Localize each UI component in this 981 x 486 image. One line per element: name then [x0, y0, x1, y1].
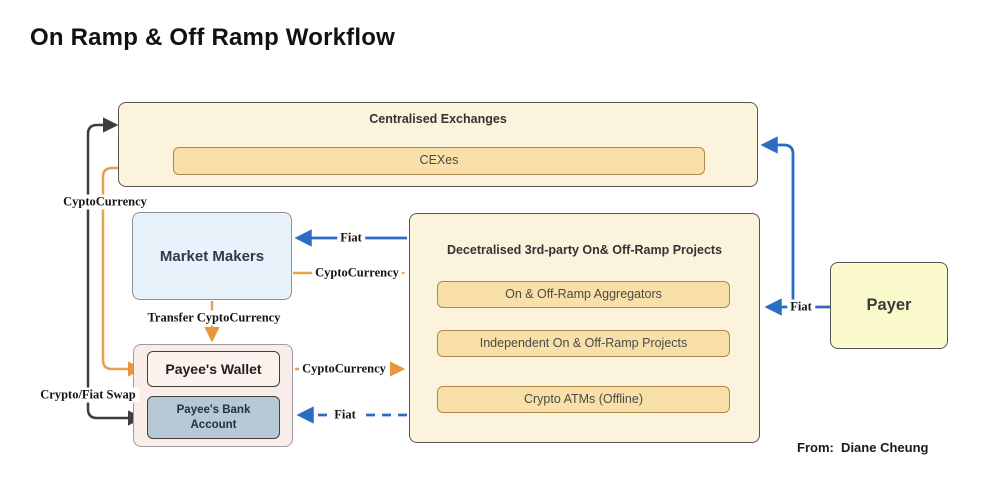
independent-on-off-ramp-projects-box: Independent On & Off-Ramp Projects [437, 330, 730, 357]
label-wallet-cyptocurrency: CyptoCurrency [299, 361, 389, 377]
label-mm-fiat: Fiat [337, 230, 365, 246]
label-mm-cyptocurrency: CyptoCurrency [312, 265, 402, 281]
label-cex-cyptocurrency: CyptoCurrency [60, 194, 150, 210]
centralised-exchanges-title: Centralised Exchanges [369, 112, 507, 126]
decentralised-projects-title: Decetralised 3rd-party On& Off-Ramp Proj… [446, 243, 723, 257]
label-bank-fiat: Fiat [331, 407, 359, 423]
payee-wallet-box: Payee's Wallet [147, 351, 280, 387]
edge-payer-cex-line [760, 136, 795, 306]
label-payer-fiat: Fiat [787, 299, 815, 315]
cexes-box: CEXes [173, 147, 705, 175]
page-title: On Ramp & Off Ramp Workflow [30, 24, 395, 51]
attribution-text: From: Diane Cheung [797, 440, 929, 455]
payee-bank-account-box: Payee's Bank Account [147, 396, 280, 439]
on-off-ramp-aggregators-box: On & Off-Ramp Aggregators [437, 281, 730, 308]
label-crypto-fiat-swap: Crypto/Fiat Swap [37, 387, 139, 403]
payer-box: Payer [830, 262, 948, 349]
crypto-atms-box: Crypto ATMs (Offline) [437, 386, 730, 413]
market-makers-box: Market Makers [132, 212, 292, 300]
label-transfer-cyptocurrency: Transfer CyptoCurrency [144, 310, 284, 326]
